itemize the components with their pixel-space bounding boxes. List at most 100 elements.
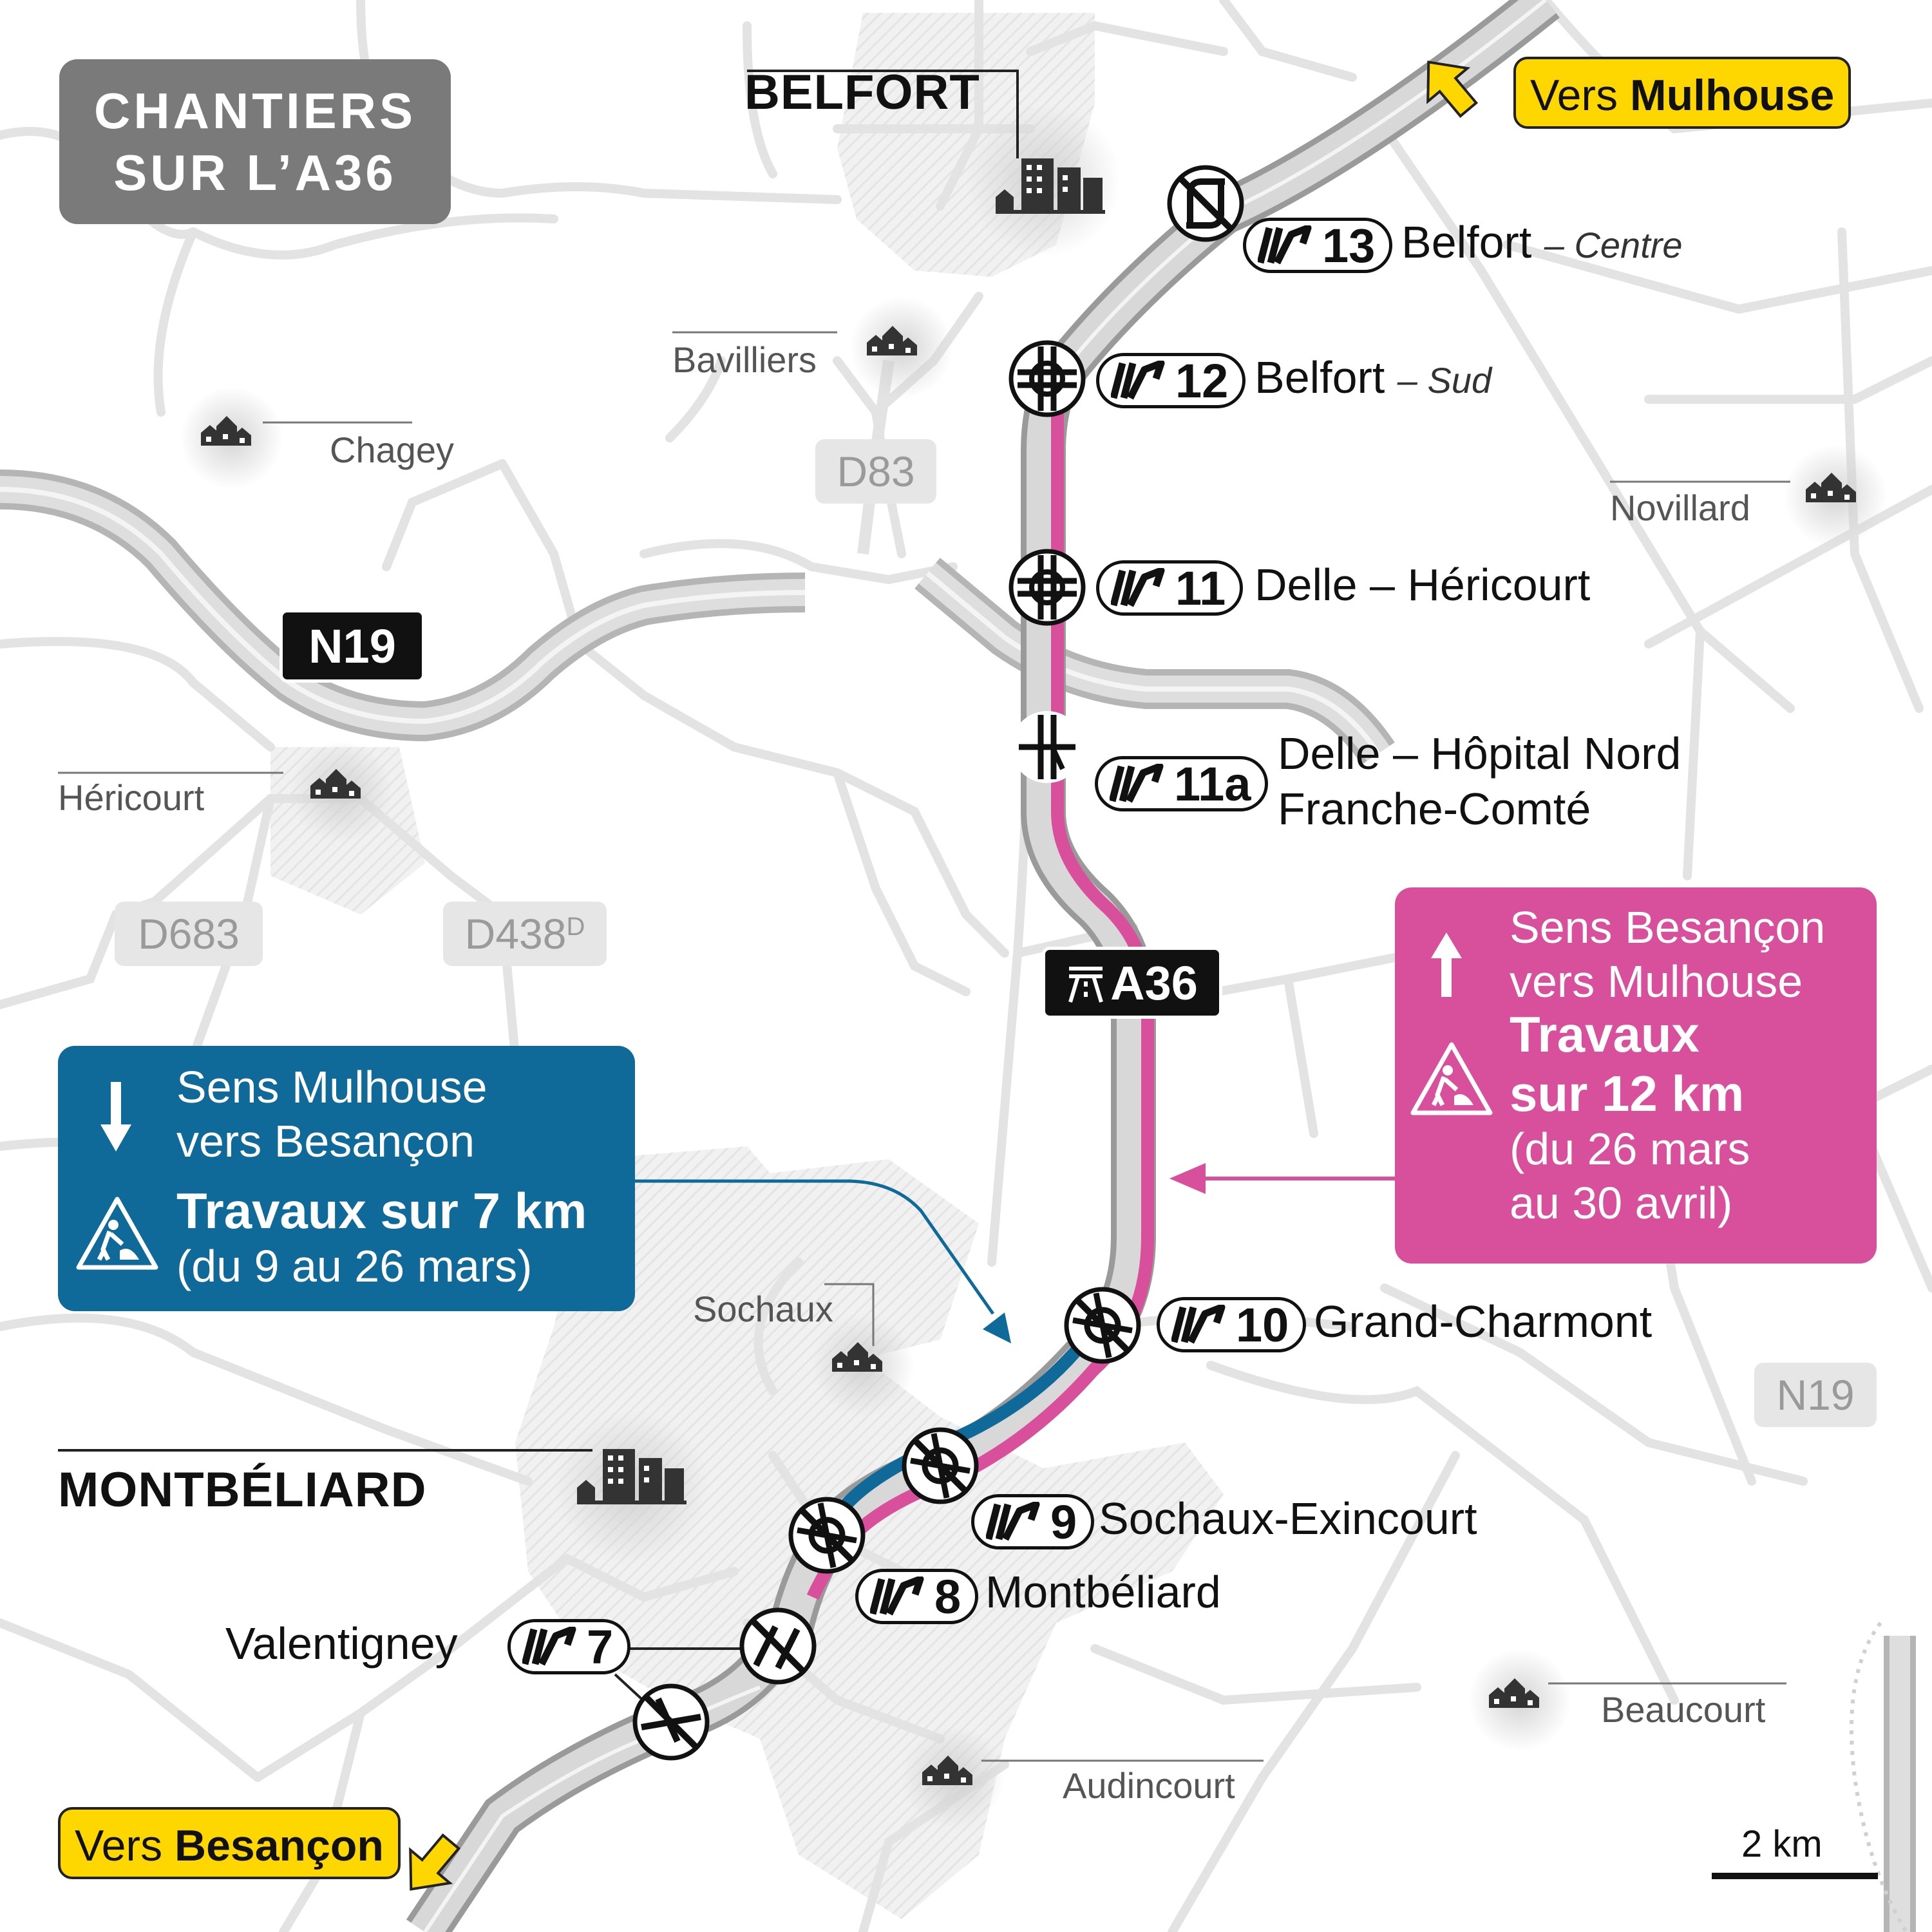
map-title-panel: CHANTIERS SUR L’A36 [59, 59, 451, 224]
exit-number: 10 [1236, 1298, 1289, 1352]
exit-number: 9 [1050, 1495, 1077, 1549]
blue-callout-arrowhead [983, 1312, 1011, 1343]
works-direction-line2: vers Mulhouse [1510, 956, 1803, 1007]
exit-badge-12: 12 [1096, 353, 1246, 408]
closed-interchange-icon [788, 1497, 866, 1574]
town-label-novillard: Novillard [1610, 488, 1750, 528]
direction-besancon-name: Besançon [174, 1821, 384, 1870]
motorway-icon [1068, 967, 1103, 1003]
city-icon-belfort [996, 158, 1105, 214]
works-direction-line2: vers Besançon [176, 1116, 475, 1166]
exit-number: 8 [934, 1569, 961, 1624]
direction-mulhouse: Vers Mulhouse [1513, 57, 1852, 129]
town-label-sochaux: Sochaux [693, 1289, 833, 1329]
exit-destination-sub: – Centre [1544, 225, 1683, 265]
town-label-chagey: Chagey [330, 430, 455, 470]
exit-destination-7: Valentigney [225, 1618, 458, 1669]
city-icon-montbeliard [577, 1449, 687, 1504]
scale-label: 2 km [1741, 1823, 1823, 1865]
closed-interchange-icon [1064, 1287, 1141, 1364]
works-direction-line1: Sens Besançon [1510, 902, 1826, 952]
exit-number: 7 [587, 1620, 614, 1674]
exit-number: 13 [1322, 218, 1376, 272]
leader-lines [58, 70, 1019, 1714]
road-shield-d83: D83 [815, 439, 936, 504]
exit-icon [522, 1627, 576, 1666]
town-label-audincourt: Audincourt [1063, 1765, 1235, 1806]
road-shield-n19-grey: N19 [1754, 1363, 1877, 1427]
exit-badge-9: 9 [971, 1494, 1095, 1549]
works-dates: (du 9 au 26 mars) [176, 1241, 533, 1291]
direction-besancon: Vers Besançon [58, 1807, 401, 1879]
open-interchange-icon [1009, 549, 1086, 626]
town-leader-lines [58, 331, 1790, 1762]
closed-interchange-icon [632, 1683, 710, 1761]
exit-destination-11a-line2: Franche-Comté [1278, 784, 1591, 834]
works-box-besancon-to-mulhouse: Sens Besançon vers Mulhouse Travaux sur … [1395, 887, 1877, 1264]
exit-icon [1111, 361, 1165, 400]
blue-callout-arrow [635, 1179, 995, 1315]
open-interchange-icon [1009, 340, 1086, 417]
exit-badge-10: 10 [1157, 1297, 1307, 1352]
city-label-montbeliard: MONTBÉLIARD [58, 1463, 427, 1517]
map-title-line1: CHANTIERS [93, 82, 416, 139]
road-shield-a36-label: A36 [1110, 956, 1198, 1010]
exit-destination-11: Delle – Héricourt [1255, 560, 1591, 610]
exit-icon [1258, 225, 1312, 265]
exit-destination-name: Belfort [1255, 352, 1385, 402]
exit-icon [1171, 1305, 1226, 1344]
half-interchange-icon [1011, 711, 1083, 783]
exit-badge-7: 7 [507, 1619, 631, 1674]
exit-number: 11a [1174, 757, 1251, 811]
interchange-icons [632, 165, 1244, 1761]
exit-icon [870, 1577, 924, 1616]
arrow-up-icon [1431, 933, 1462, 997]
arrow-mulhouse-icon [1426, 61, 1479, 118]
works-length: Travaux sur 7 km [176, 1182, 587, 1239]
direction-mulhouse-prefix: Vers [1530, 71, 1630, 120]
road-shield-d438-label: D438 [464, 910, 567, 958]
exit-destination-11a: Delle – Hôpital Nord [1278, 728, 1681, 779]
town-label-hericourt: Héricourt [58, 777, 205, 818]
road-shield-a36: A36 [1042, 947, 1222, 1019]
exit-destination-12: Belfort – Sud [1255, 352, 1492, 403]
direction-mulhouse-name: Mulhouse [1629, 71, 1835, 120]
exit-number: 12 [1175, 354, 1229, 408]
works-length-line1: Travaux [1510, 1006, 1700, 1063]
exit-number: 11 [1175, 561, 1226, 615]
roadworks-icon [76, 1197, 158, 1270]
town-label-bavilliers: Bavilliers [672, 339, 817, 380]
arrow-down-icon [100, 1082, 131, 1151]
exit-destination-8: Montbéliard [985, 1567, 1221, 1617]
exit-destination-10: Grand-Charmont [1314, 1296, 1653, 1347]
roadworks-icon [1410, 1042, 1493, 1115]
works-direction-line1: Sens Mulhouse [176, 1062, 488, 1112]
works-dates-line2: au 30 avril) [1510, 1178, 1733, 1228]
exit-badge-11: 11 [1096, 560, 1244, 616]
closed-interchange-icon [1167, 165, 1244, 242]
road-shield-n19: N19 [279, 609, 425, 683]
exit-destination-sub: – Sud [1397, 360, 1492, 401]
direction-besancon-prefix: Vers [75, 1821, 175, 1870]
town-label-beaucourt: Beaucourt [1601, 1689, 1766, 1730]
exit-destination-13: Belfort – Centre [1401, 216, 1683, 268]
road-shield-d438-sup: D [566, 912, 585, 941]
road-shield-d683: D683 [115, 902, 263, 966]
map-title-line2: SUR L’A36 [113, 144, 397, 201]
exit-badge-13: 13 [1243, 218, 1393, 273]
city-label-belfort: BELFORT [744, 65, 980, 120]
closed-interchange-icon [739, 1607, 817, 1685]
pink-callout-arrowhead [1170, 1163, 1206, 1194]
works-box-mulhouse-to-besancon: Sens Mulhouse vers Besançon Travaux sur … [58, 1046, 635, 1311]
exit-icon [1110, 764, 1164, 803]
exit-icon [986, 1502, 1040, 1541]
exit-destination-name: Belfort [1401, 217, 1532, 267]
exit-icon [1111, 568, 1165, 607]
scale-bar [1712, 1873, 1878, 1879]
closed-interchange-icon [902, 1427, 979, 1504]
arrow-besancon-icon [409, 1833, 461, 1891]
works-length-line2: sur 12 km [1510, 1065, 1745, 1122]
works-dates-line1: (du 26 mars [1510, 1124, 1750, 1174]
